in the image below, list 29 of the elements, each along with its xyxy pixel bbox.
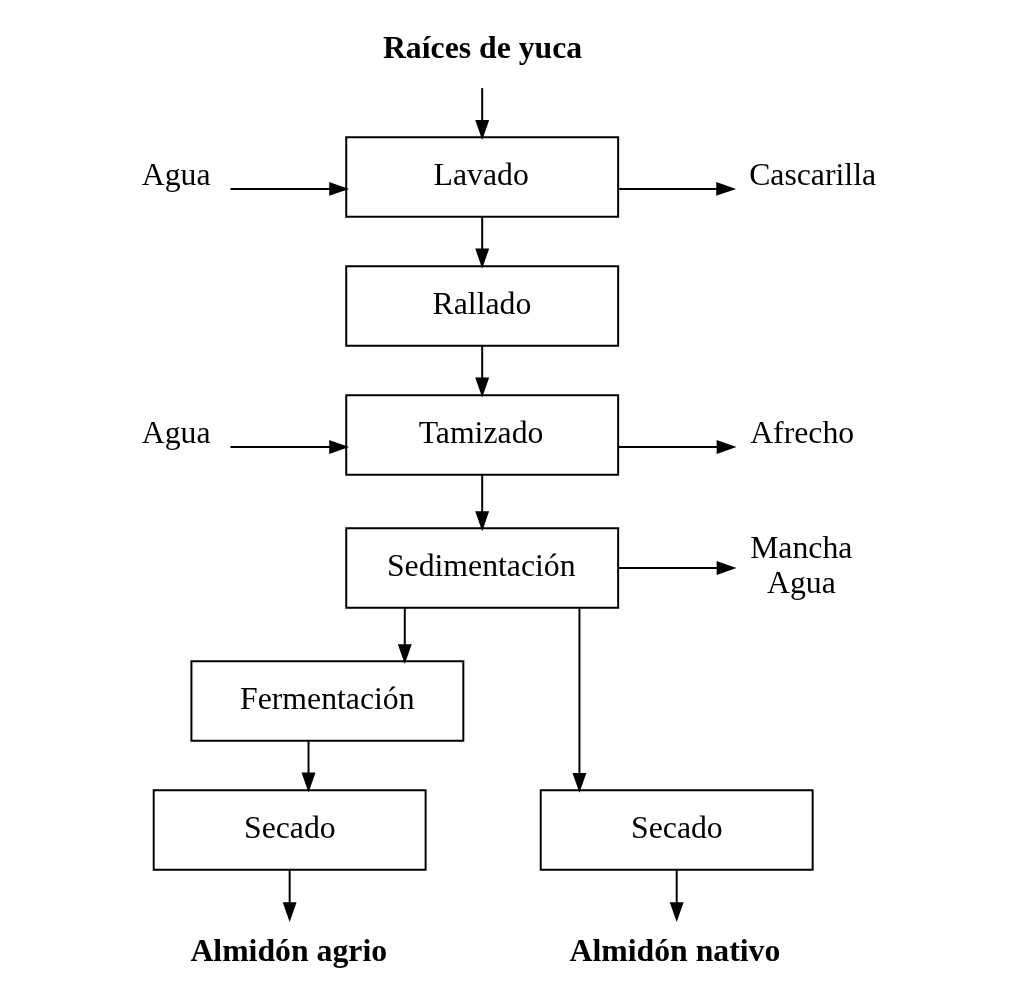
arrow xyxy=(474,345,489,398)
node-text: Cascarilla xyxy=(748,156,876,192)
arrow xyxy=(572,606,586,793)
arrow xyxy=(617,440,736,454)
node-text: Almidón nativo xyxy=(569,932,780,968)
arrow xyxy=(669,869,684,923)
node-text: Afrecho xyxy=(749,414,854,450)
node-box: Lavado xyxy=(344,136,619,218)
arrow xyxy=(474,216,489,269)
arrow xyxy=(301,740,315,793)
arrow xyxy=(229,440,349,454)
node-box: Fermentación xyxy=(189,660,464,742)
node-box: Tamizado xyxy=(344,394,619,476)
node-text: Agua xyxy=(141,414,211,450)
arrow xyxy=(617,561,736,575)
arrow xyxy=(474,87,489,140)
node-text: Almidón agrio xyxy=(189,932,387,968)
node-text: Mancha Agua xyxy=(749,529,852,601)
node-text: Agua xyxy=(141,156,211,192)
arrow xyxy=(397,606,412,665)
arrow xyxy=(229,181,349,196)
node-text: Raíces de yuca xyxy=(382,29,582,65)
node-box: Secado xyxy=(152,789,427,871)
node-box: Sedimentación xyxy=(344,527,619,609)
node-box: Rallado xyxy=(344,265,619,347)
arrow xyxy=(282,869,297,923)
arrow xyxy=(474,473,489,532)
node-box: Secado xyxy=(539,789,814,871)
arrow xyxy=(617,181,736,196)
